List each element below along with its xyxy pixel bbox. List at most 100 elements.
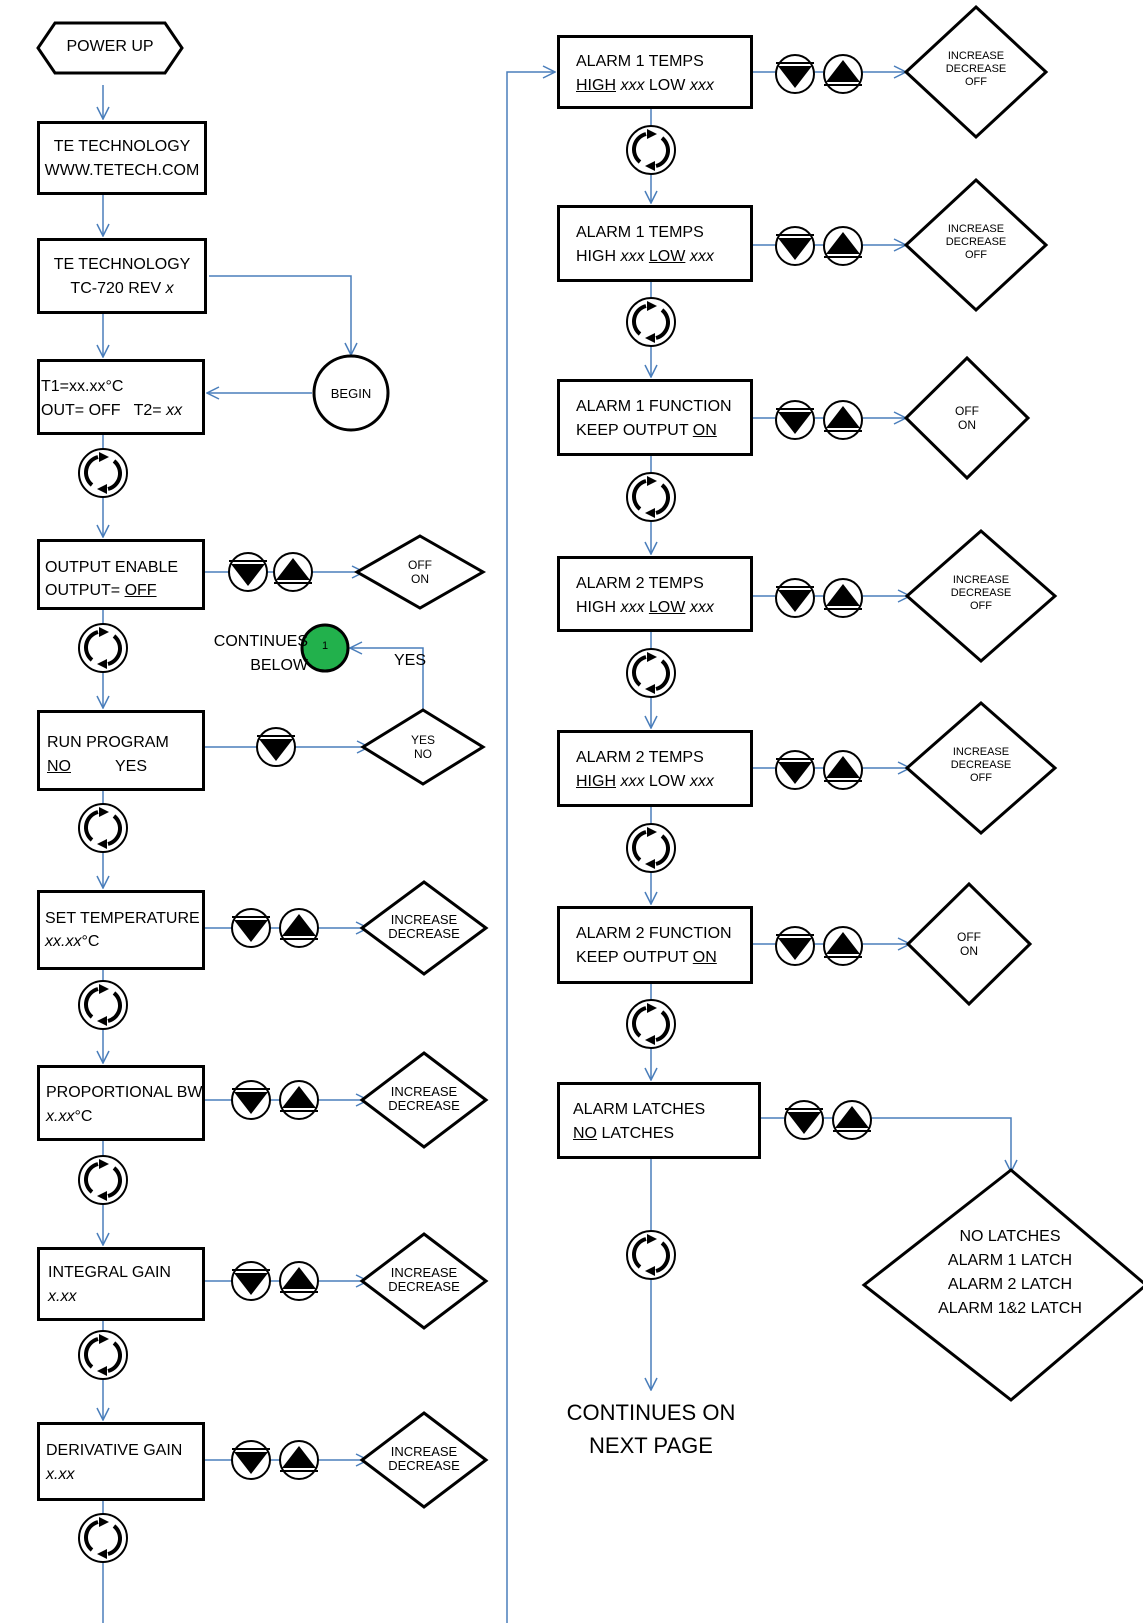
up-arrow-button[interactable] [273, 552, 313, 592]
continues-below-label: CONTINUES BELOW [188, 630, 308, 678]
latch-value: NO [573, 1125, 597, 1142]
integral-gain-screen: INTEGRAL GAIN x.xx [37, 1247, 205, 1321]
continues-next-line2: NEXT PAGE [589, 1433, 713, 1458]
mode-cycle-button[interactable] [77, 979, 129, 1031]
mode-cycle-button[interactable] [625, 647, 677, 699]
latch-options: NO LATCHES ALARM 1 LATCH ALARM 2 LATCH A… [900, 1225, 1120, 1321]
keep-output-label: KEEP OUTPUT [576, 949, 693, 966]
mode-cycle-button[interactable] [625, 1229, 677, 1281]
set-temperature-screen: SET TEMPERATURE xx.xx°C [37, 890, 205, 970]
splash1-line1: TE TECHNOLOGY [53, 138, 191, 155]
up-arrow-button[interactable] [823, 54, 863, 94]
alarm2-low-screen: ALARM 2 TEMPS HIGH xxx LOW xxx [557, 556, 753, 632]
down-arrow-button[interactable] [231, 1440, 271, 1480]
mode-cycle-button[interactable] [625, 296, 677, 348]
splash-screen-1: TE TECHNOLOGY WWW.TETECH.COM [37, 121, 207, 195]
alarm2-function-title: ALARM 2 FUNCTION [576, 925, 732, 942]
alarm2-high-title: ALARM 2 TEMPS [576, 749, 704, 766]
high-label: HIGH [576, 248, 616, 265]
up-arrow-button[interactable] [823, 926, 863, 966]
up-arrow-button[interactable] [823, 750, 863, 790]
connector-arrow [350, 648, 424, 710]
alarm1-high-value-line: HIGH xxx LOW xxx [576, 74, 714, 98]
up-arrow-button[interactable] [823, 226, 863, 266]
mode-cycle-button[interactable] [625, 124, 677, 176]
output-label: OUTPUT= [45, 582, 125, 599]
mode-cycle-button[interactable] [77, 1154, 129, 1206]
up-arrow-button[interactable] [832, 1100, 872, 1140]
alarm1-function-options-diamond [903, 355, 1031, 481]
set-temp-value-line: xx.xx°C [45, 930, 99, 954]
low-value: xxx [689, 77, 714, 94]
option-off: OFF [957, 930, 981, 944]
connector-arrow [209, 275, 351, 355]
alarm-latches-screen: ALARM LATCHES NO LATCHES [557, 1082, 761, 1159]
option-increase: INCREASE [390, 1265, 458, 1280]
run-program-no: NO [47, 755, 71, 779]
mode-cycle-button[interactable] [77, 1329, 129, 1381]
mode-cycle-button[interactable] [625, 471, 677, 523]
option-off: OFF [970, 600, 992, 612]
alarm1-function-value-line: KEEP OUTPUT ON [576, 419, 717, 443]
option-no-latches: NO LATCHES [959, 1228, 1061, 1245]
up-arrow-button[interactable] [279, 1261, 319, 1301]
option-increase: INCREASE [947, 50, 1005, 62]
alarm2-function-screen: ALARM 2 FUNCTION KEEP OUTPUT ON [557, 906, 753, 984]
alarm1-low-title: ALARM 1 TEMPS [576, 224, 704, 241]
down-arrow-button[interactable] [228, 552, 268, 592]
down-arrow-button[interactable] [256, 727, 296, 767]
mode-cycle-button[interactable] [625, 822, 677, 874]
integral-options-diamond [359, 1232, 489, 1330]
high-value: xxx [620, 599, 645, 616]
alarm1-high-title: ALARM 1 TEMPS [576, 53, 704, 70]
output-options-diamond [353, 534, 487, 610]
down-arrow-button[interactable] [775, 226, 815, 266]
alarm1-low-options-diamond [903, 177, 1049, 313]
splash-screen-2: TE TECHNOLOGY TC-720 REV x [37, 238, 207, 314]
prop-bw-value: x.xx [46, 1108, 75, 1125]
output-enable-value-line: OUTPUT= OFF [45, 579, 157, 603]
up-arrow-button[interactable] [823, 400, 863, 440]
integral-title: INTEGRAL GAIN [48, 1264, 171, 1281]
begin-label: BEGIN [330, 386, 372, 401]
option-decrease: DECREASE [950, 759, 1012, 771]
prop-bw-options-diamond [359, 1051, 489, 1149]
continues-line2: BELOW [250, 657, 308, 674]
down-arrow-button[interactable] [775, 750, 815, 790]
up-arrow-button[interactable] [279, 1440, 319, 1480]
latch-options-diamond [861, 1168, 1143, 1402]
mode-cycle-button[interactable] [77, 802, 129, 854]
run-no: NO [47, 758, 71, 775]
status-line2: OUT= OFF T2= xx [41, 399, 182, 423]
output-enable-title: OUTPUT ENABLE [45, 559, 179, 576]
up-arrow-button[interactable] [279, 1080, 319, 1120]
down-arrow-button[interactable] [775, 400, 815, 440]
down-arrow-button[interactable] [775, 926, 815, 966]
down-arrow-button[interactable] [231, 1261, 271, 1301]
alarm2-function-options: OFF ON [939, 930, 999, 958]
mode-cycle-button[interactable] [77, 1512, 129, 1564]
down-arrow-button[interactable] [775, 54, 815, 94]
option-decrease: DECREASE [388, 1458, 460, 1473]
alarm1-function-options: OFF ON [937, 404, 997, 432]
alarm1-high-options: INCREASE DECREASE OFF [936, 50, 1016, 89]
mode-cycle-button[interactable] [77, 447, 129, 499]
mode-cycle-button[interactable] [77, 622, 129, 674]
up-arrow-button[interactable] [279, 908, 319, 948]
high-label: HIGH [576, 773, 616, 790]
down-arrow-button[interactable] [784, 1100, 824, 1140]
alarm1-function-title: ALARM 1 FUNCTION [576, 398, 732, 415]
down-arrow-button[interactable] [775, 578, 815, 618]
up-arrow-button[interactable] [823, 578, 863, 618]
option-alarm1-latch: ALARM 1 LATCH [947, 1252, 1073, 1269]
set-temp-options-diamond [359, 880, 489, 976]
run-program-screen: RUN PROGRAM NO YES [37, 710, 205, 791]
down-arrow-button[interactable] [231, 1080, 271, 1120]
mode-cycle-button[interactable] [625, 998, 677, 1050]
derivative-value: x.xx [46, 1466, 75, 1483]
integral-value: x.xx [48, 1288, 77, 1305]
option-off: OFF [965, 249, 987, 261]
alarm2-high-options-diamond [904, 701, 1058, 835]
down-arrow-button[interactable] [231, 908, 271, 948]
